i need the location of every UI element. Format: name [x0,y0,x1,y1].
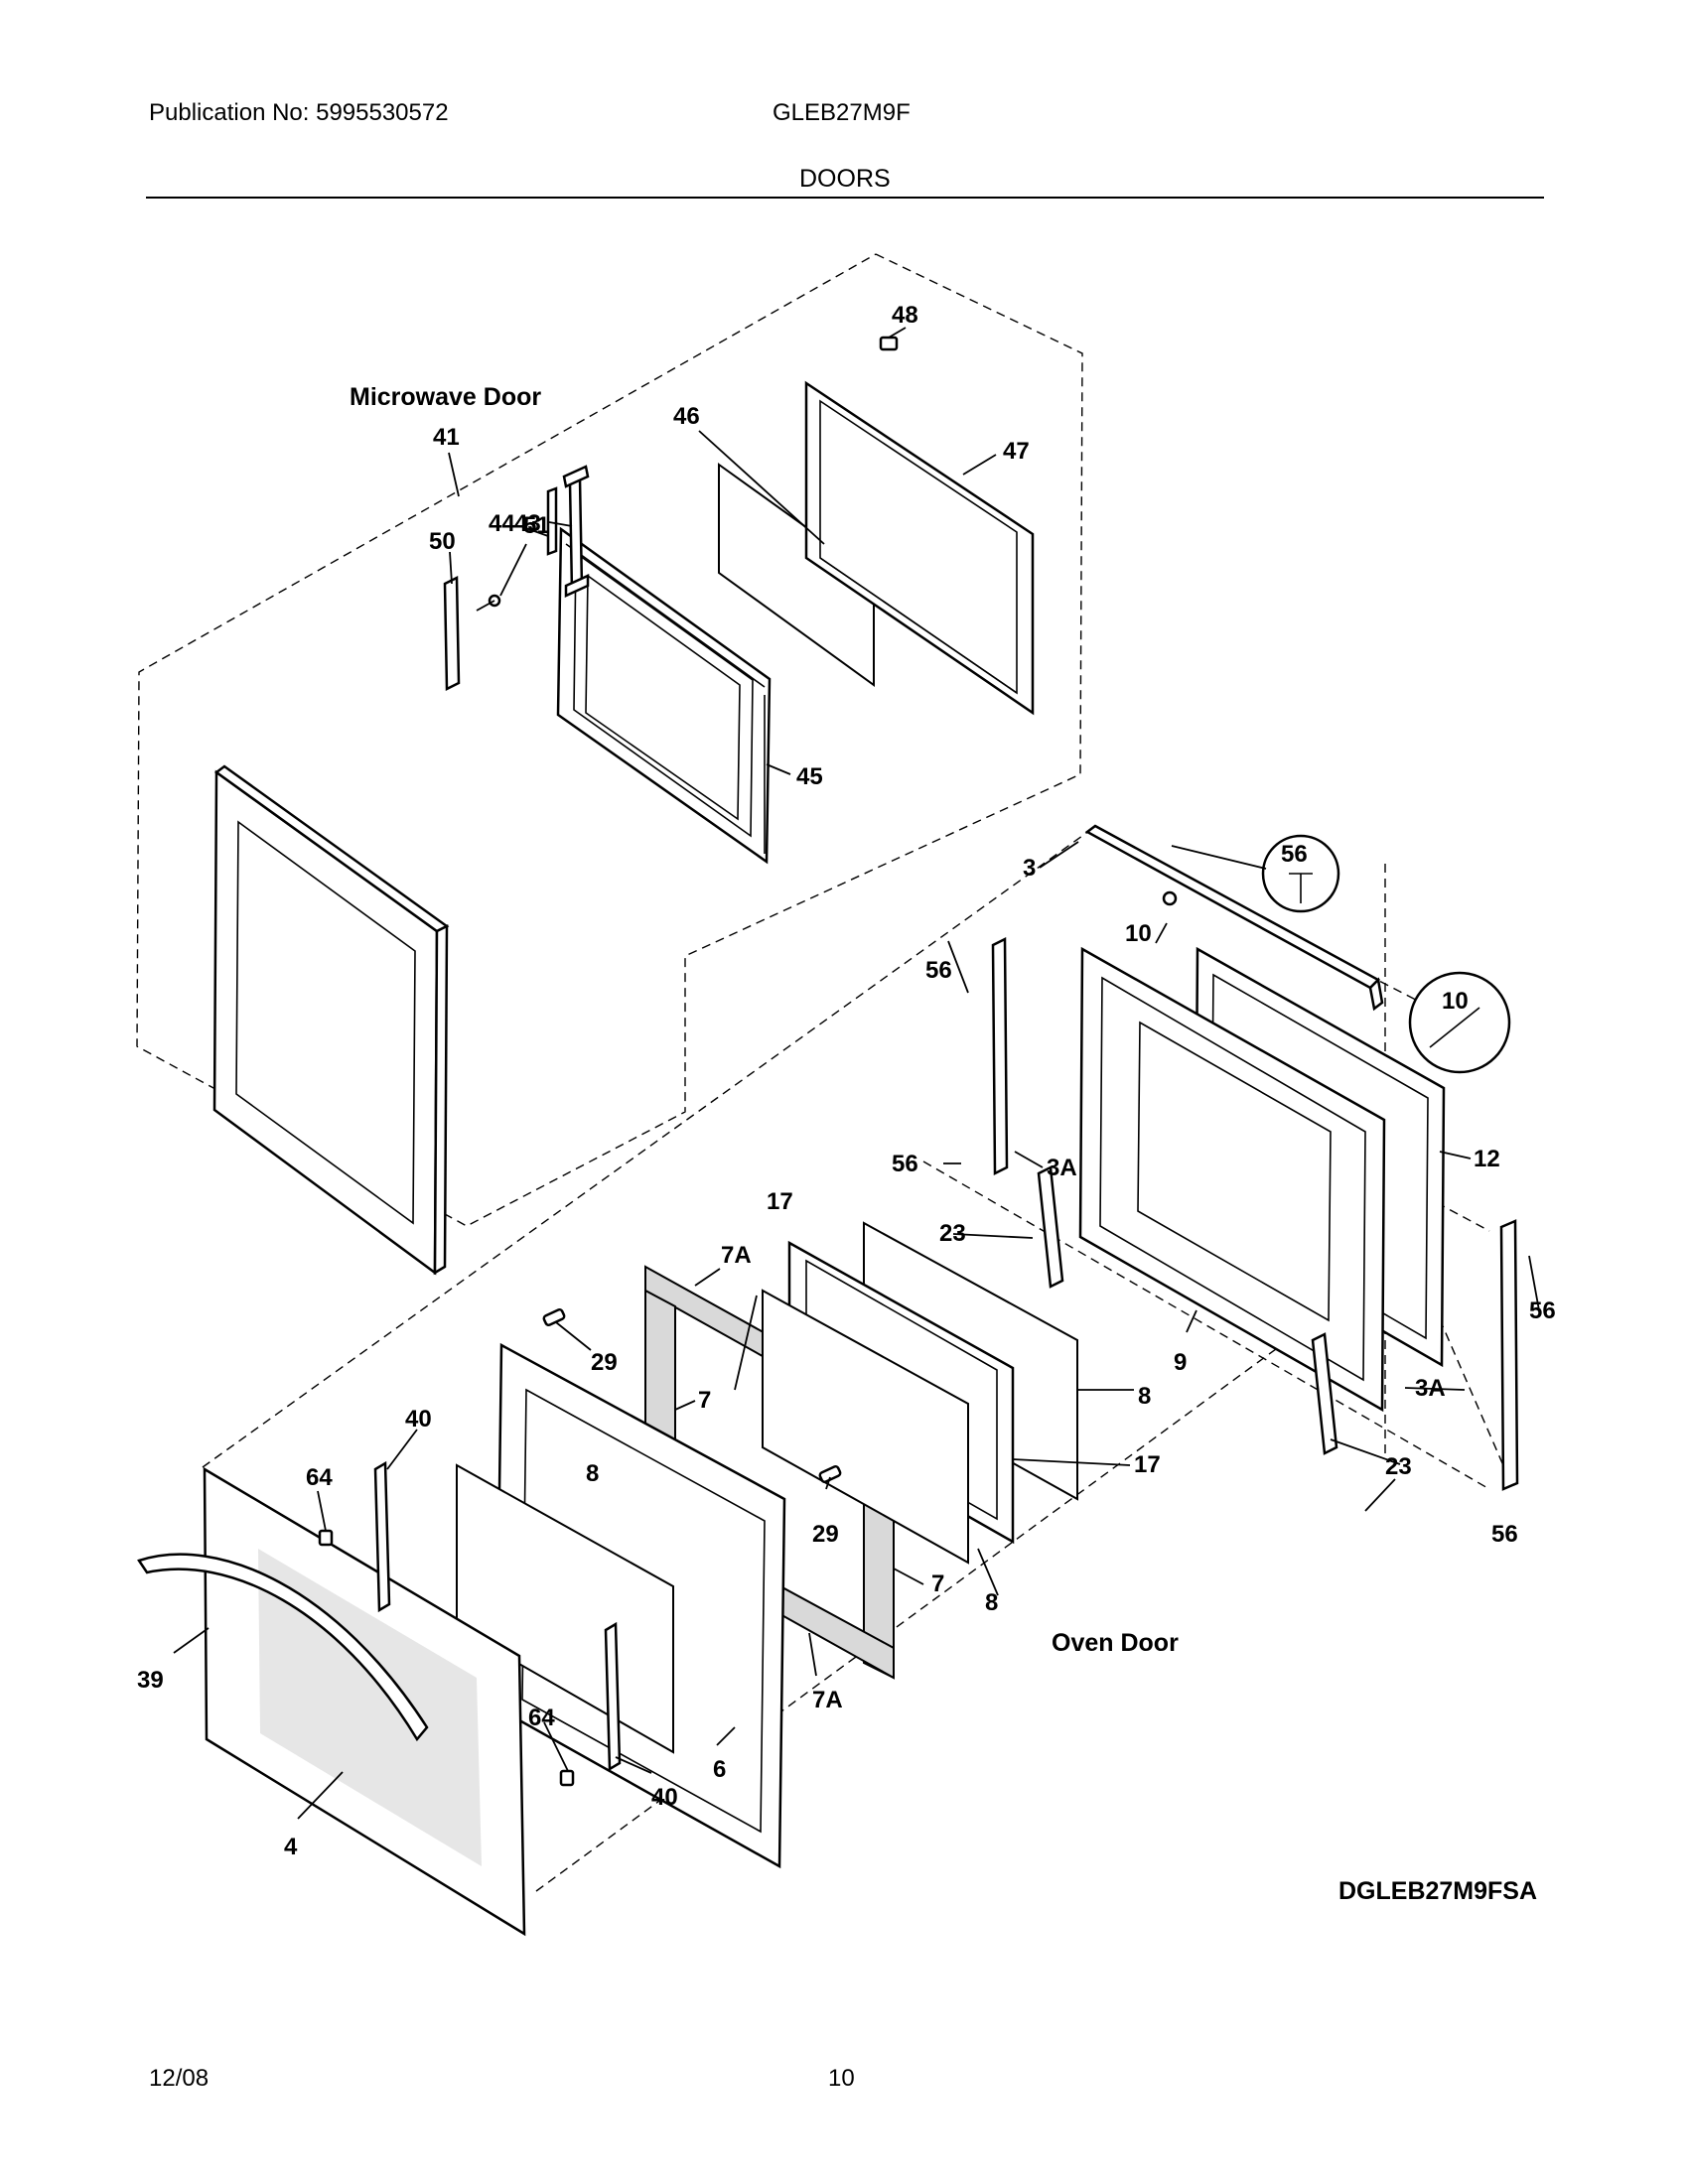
callout-23-left: 23 [939,1220,966,1247]
callout-41: 41 [433,424,460,451]
callout-labels: Microwave Door Oven Door 48 47 46 41 50 … [137,302,1556,1905]
header-rule [146,197,1544,199]
latch-assembly-43-44 [546,465,590,598]
callout-8-mid: 8 [985,1589,998,1616]
callout-48: 48 [892,302,918,329]
callout-10-inset: 10 [1442,988,1469,1015]
callout-56-left: 56 [925,957,952,984]
callout-64-top: 64 [306,1464,333,1491]
oven-door-group [137,824,1519,1937]
callout-10: 10 [1125,920,1152,947]
callout-7A-bottom: 7A [812,1687,843,1713]
clip-29-top [542,1307,566,1327]
pin-10 [1162,890,1178,906]
clip-48 [879,336,899,351]
glass-8-middle [762,1289,969,1565]
group-label-oven-door: Oven Door [1052,1629,1179,1657]
callout-7-top: 7 [698,1387,711,1414]
microwave-door-group [136,253,1083,1276]
callout-6: 6 [713,1756,726,1783]
callout-56-right: 56 [1529,1297,1556,1324]
side-trim-3A-right [1499,1219,1519,1491]
diagram-code: DGLEB27M9FSA [1338,1877,1537,1905]
oven-guide-2 [202,830,1090,1468]
callout-3A-left: 3A [1047,1155,1077,1181]
group-label-microwave-door: Microwave Door [350,383,541,411]
callout-64-bottom: 64 [528,1705,555,1731]
callout-7A-top: 7A [721,1242,752,1269]
callout-45: 45 [796,763,823,790]
callout-56-top: 56 [1281,841,1308,868]
callout-43: 43 [514,510,541,537]
callout-56-mid: 56 [892,1151,918,1177]
callout-39: 39 [137,1667,164,1694]
callout-51: 51 [523,512,550,539]
section-title: DOORS [799,165,891,193]
clip-29-bottom [818,1464,842,1484]
screw-51 [476,594,501,612]
top-trim-3 [1084,824,1381,990]
callout-46: 46 [673,403,700,430]
callout-7-bottom: 7 [931,1570,944,1597]
footer-date: 12/08 [149,2065,210,2092]
callout-3A-right: 3A [1415,1375,1446,1402]
model-number: GLEB27M9F [773,99,911,126]
clip-64-bottom [559,1769,575,1787]
leader-lines [173,327,1540,1820]
bracket-40-top [373,1460,391,1613]
callout-8-right: 8 [1138,1383,1151,1410]
callout-9: 9 [1174,1349,1187,1376]
callout-3: 3 [1023,855,1036,882]
handle-39 [137,1553,429,1742]
callout-17-top: 17 [767,1188,793,1215]
bracket-50 [443,575,461,692]
oven-guide-6 [1409,1250,1510,1480]
footer-page-number: 10 [828,2065,855,2092]
callout-56-bottom: 56 [1491,1521,1518,1548]
side-trim-3A-left [991,936,1009,1176]
callout-40-top: 40 [405,1406,432,1433]
callout-44: 44 [489,510,515,537]
callout-29-bottom: 29 [812,1521,839,1548]
microwave-outer-door [212,764,450,1276]
microwave-inner-frame [556,526,772,865]
door-frame-9 [1078,946,1386,1413]
publication-number: Publication No: 5995530572 [149,99,449,126]
clip-64-top [318,1529,334,1547]
glass-8-front [456,1463,674,1754]
callout-4: 4 [284,1834,298,1860]
microwave-group-boundary [136,253,1083,1227]
callout-29-top: 29 [591,1349,618,1376]
callout-47: 47 [1003,438,1030,465]
callout-23-right: 23 [1385,1453,1412,1480]
bracket-40-bottom [604,1621,622,1772]
microwave-inner-door [804,380,1035,716]
callout-50: 50 [429,528,456,555]
callout-12: 12 [1474,1146,1500,1172]
callout-17-right: 17 [1134,1451,1161,1478]
callout-8-front: 8 [586,1460,599,1487]
hinge-23-right [1311,1332,1338,1455]
hinge-23-left [1037,1165,1064,1289]
oven-guide-5 [922,1160,1490,1490]
callout-40-bottom: 40 [651,1784,678,1811]
